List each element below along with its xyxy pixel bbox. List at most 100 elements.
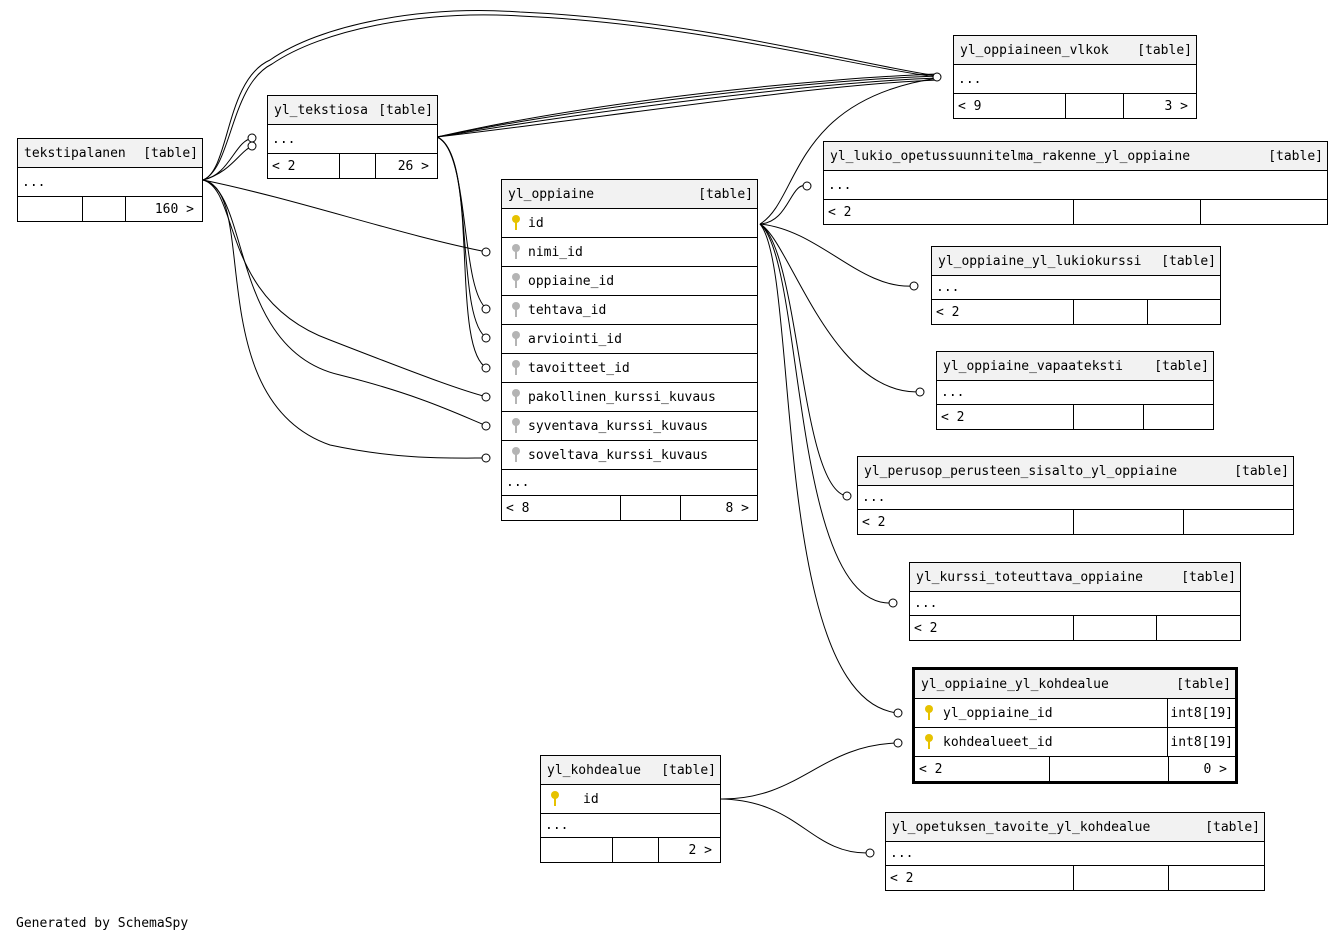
column-row[interactable]: tehtava_id xyxy=(502,296,757,325)
ellipsis-row: ... xyxy=(858,486,1293,510)
edge-tekstipalanen-oppiaine xyxy=(202,179,488,398)
footer-middle xyxy=(1074,300,1148,324)
edge-tekstipalanen-oppiaine xyxy=(202,179,488,253)
column-row[interactable]: kohdealueet_id int8[19] xyxy=(915,728,1235,757)
table-footer: < 2 26 > xyxy=(268,154,437,178)
ellipsis-row: ... xyxy=(954,65,1196,94)
footer-parents[interactable] xyxy=(18,197,83,221)
table-header: yl_tekstiosa[table] xyxy=(268,96,437,125)
edge-oppiaine-vlkok xyxy=(759,77,939,225)
table-yl-kohdealue[interactable]: yl_kohdealue[table] id ... 2 > xyxy=(540,755,721,863)
table-footer: 2 > xyxy=(541,838,720,862)
table-footer: < 2 xyxy=(858,510,1293,534)
table-footer: < 2 xyxy=(932,300,1220,324)
table-yl-tekstiosa[interactable]: yl_tekstiosa[table] ... < 2 26 > xyxy=(267,95,438,179)
table-yl-opetuksen-tavoite-yl-kohdealue[interactable]: yl_opetuksen_tavoite_yl_kohdealue[table]… xyxy=(885,812,1265,891)
foreign-key-icon xyxy=(512,244,520,260)
edge-kohdealue-yokohdealue xyxy=(719,742,899,800)
footer-parents[interactable]: < 2 xyxy=(268,154,340,178)
table-name: yl_opetuksen_tavoite_yl_kohdealue xyxy=(892,819,1151,835)
footer-children[interactable] xyxy=(1148,300,1220,324)
footer-parents[interactable]: < 2 xyxy=(932,300,1074,324)
column-row[interactable]: arviointi_id xyxy=(502,325,757,354)
foreign-key-icon xyxy=(512,418,520,434)
footer-parents[interactable] xyxy=(541,838,613,862)
table-name: yl_oppiaine xyxy=(508,186,595,202)
table-yl-oppiaine-yl-lukiokurssi[interactable]: yl_oppiaine_yl_lukiokurssi[table] ... < … xyxy=(931,246,1221,325)
table-header: yl_opetuksen_tavoite_yl_kohdealue[table] xyxy=(886,813,1264,842)
footer-parents[interactable]: < 2 xyxy=(937,405,1074,429)
column-row[interactable]: soveltava_kurssi_kuvaus xyxy=(502,441,757,470)
column-name: nimi_id xyxy=(528,244,583,260)
column-name: kohdealueet_id xyxy=(943,734,1053,750)
footer-parents[interactable]: < 2 xyxy=(910,616,1074,640)
ellipsis-row: ... xyxy=(932,276,1220,300)
footer-parents[interactable]: < 2 xyxy=(886,866,1074,890)
footer-middle xyxy=(1074,405,1144,429)
table-name: yl_tekstiosa xyxy=(274,102,368,118)
column-name: soveltava_kurssi_kuvaus xyxy=(528,447,709,463)
footer-children[interactable] xyxy=(1169,866,1264,890)
table-header: yl_oppiaine_yl_kohdealue[table] xyxy=(915,670,1235,699)
footer-middle xyxy=(1066,94,1124,118)
edge-tekstiosa-oppiaine xyxy=(436,136,488,369)
table-yl-oppiaine[interactable]: yl_oppiaine [table] id nimi_id oppiaine_i… xyxy=(501,179,758,521)
table-footer: < 8 8 > xyxy=(502,496,757,520)
footer-parents[interactable]: < 2 xyxy=(915,757,1050,781)
column-row[interactable]: nimi_id xyxy=(502,238,757,267)
footer-middle xyxy=(1074,510,1184,534)
column-row[interactable]: tavoitteet_id xyxy=(502,354,757,383)
table-tekstipalanen[interactable]: tekstipalanen[table] ... 160 > xyxy=(17,138,203,222)
footer-children[interactable]: 2 > xyxy=(688,842,712,858)
table-footer: < 2 xyxy=(937,405,1213,429)
footer-children[interactable]: 0 > xyxy=(1203,761,1227,777)
table-yl-kurssi-toteuttava-oppiaine[interactable]: yl_kurssi_toteuttava_oppiaine[table] ...… xyxy=(909,562,1241,641)
footer-children[interactable]: 26 > xyxy=(397,158,429,174)
footer-children[interactable] xyxy=(1157,616,1240,640)
table-yl-lukio-opetussuunnitelma-rakenne[interactable]: yl_lukio_opetussuunnitelma_rakenne_yl_op… xyxy=(823,141,1328,225)
column-row[interactable]: pakollinen_kurssi_kuvaus xyxy=(502,383,757,412)
footer-children[interactable] xyxy=(1201,200,1327,224)
column-name: syventava_kurssi_kuvaus xyxy=(528,418,709,434)
column-name: tehtava_id xyxy=(528,302,607,318)
table-header: yl_oppiaine_vapaateksti[table] xyxy=(937,352,1213,381)
table-header: yl_lukio_opetussuunnitelma_rakenne_yl_op… xyxy=(824,142,1327,171)
footer-children[interactable]: 8 > xyxy=(725,500,749,516)
footer-children[interactable]: 160 > xyxy=(154,201,194,217)
table-yl-oppiaineen-vlkok[interactable]: yl_oppiaineen_vlkok[table] ... < 9 3 > xyxy=(953,35,1197,119)
column-row[interactable]: id xyxy=(502,209,757,238)
footer-children[interactable] xyxy=(1144,405,1213,429)
edge-tekstiosa-vlkok xyxy=(436,73,939,138)
table-tag: [table] xyxy=(1154,358,1209,374)
column-type: int8[19] xyxy=(1167,728,1235,756)
column-name: yl_oppiaine_id xyxy=(943,705,1053,721)
table-name: yl_perusop_perusteen_sisalto_yl_oppiaine xyxy=(864,463,1178,479)
ellipsis-row: ... xyxy=(824,171,1327,200)
table-tag: [table] xyxy=(698,186,753,202)
ellipsis-row: ... xyxy=(937,381,1213,405)
footer-parents[interactable]: < 2 xyxy=(858,510,1074,534)
ellipsis-row: ... xyxy=(886,842,1264,866)
column-row[interactable]: syventava_kurssi_kuvaus xyxy=(502,412,757,441)
edge-kohdealue-opetuksen xyxy=(719,798,871,854)
table-name: yl_oppiaine_yl_kohdealue xyxy=(921,676,1109,692)
table-name: yl_kohdealue xyxy=(547,762,641,778)
column-name: tavoitteet_id xyxy=(528,360,630,376)
table-footer: < 2 xyxy=(886,866,1264,890)
table-yl-oppiaine-yl-kohdealue[interactable]: yl_oppiaine_yl_kohdealue[table] yl_oppia… xyxy=(912,667,1238,784)
edge-tekstiosa-vlkok xyxy=(436,75,939,138)
footer-parents[interactable]: < 9 xyxy=(954,94,1066,118)
footer-parents[interactable]: < 2 xyxy=(824,200,1074,224)
footer-parents[interactable]: < 8 xyxy=(502,496,621,520)
table-footer: < 2 0 > xyxy=(915,757,1235,781)
table-footer: < 9 3 > xyxy=(954,94,1196,118)
table-yl-oppiaine-vapaateksti[interactable]: yl_oppiaine_vapaateksti[table] ... < 2 xyxy=(936,351,1214,430)
column-row[interactable]: id xyxy=(541,785,720,814)
edge-oppiaine-lukiokurssi xyxy=(759,223,915,287)
table-yl-perusop-perusteen-sisalto[interactable]: yl_perusop_perusteen_sisalto_yl_oppiaine… xyxy=(857,456,1294,535)
footer-middle xyxy=(1074,616,1157,640)
footer-children[interactable] xyxy=(1184,510,1293,534)
footer-children[interactable]: 3 > xyxy=(1164,98,1188,114)
column-row[interactable]: oppiaine_id xyxy=(502,267,757,296)
